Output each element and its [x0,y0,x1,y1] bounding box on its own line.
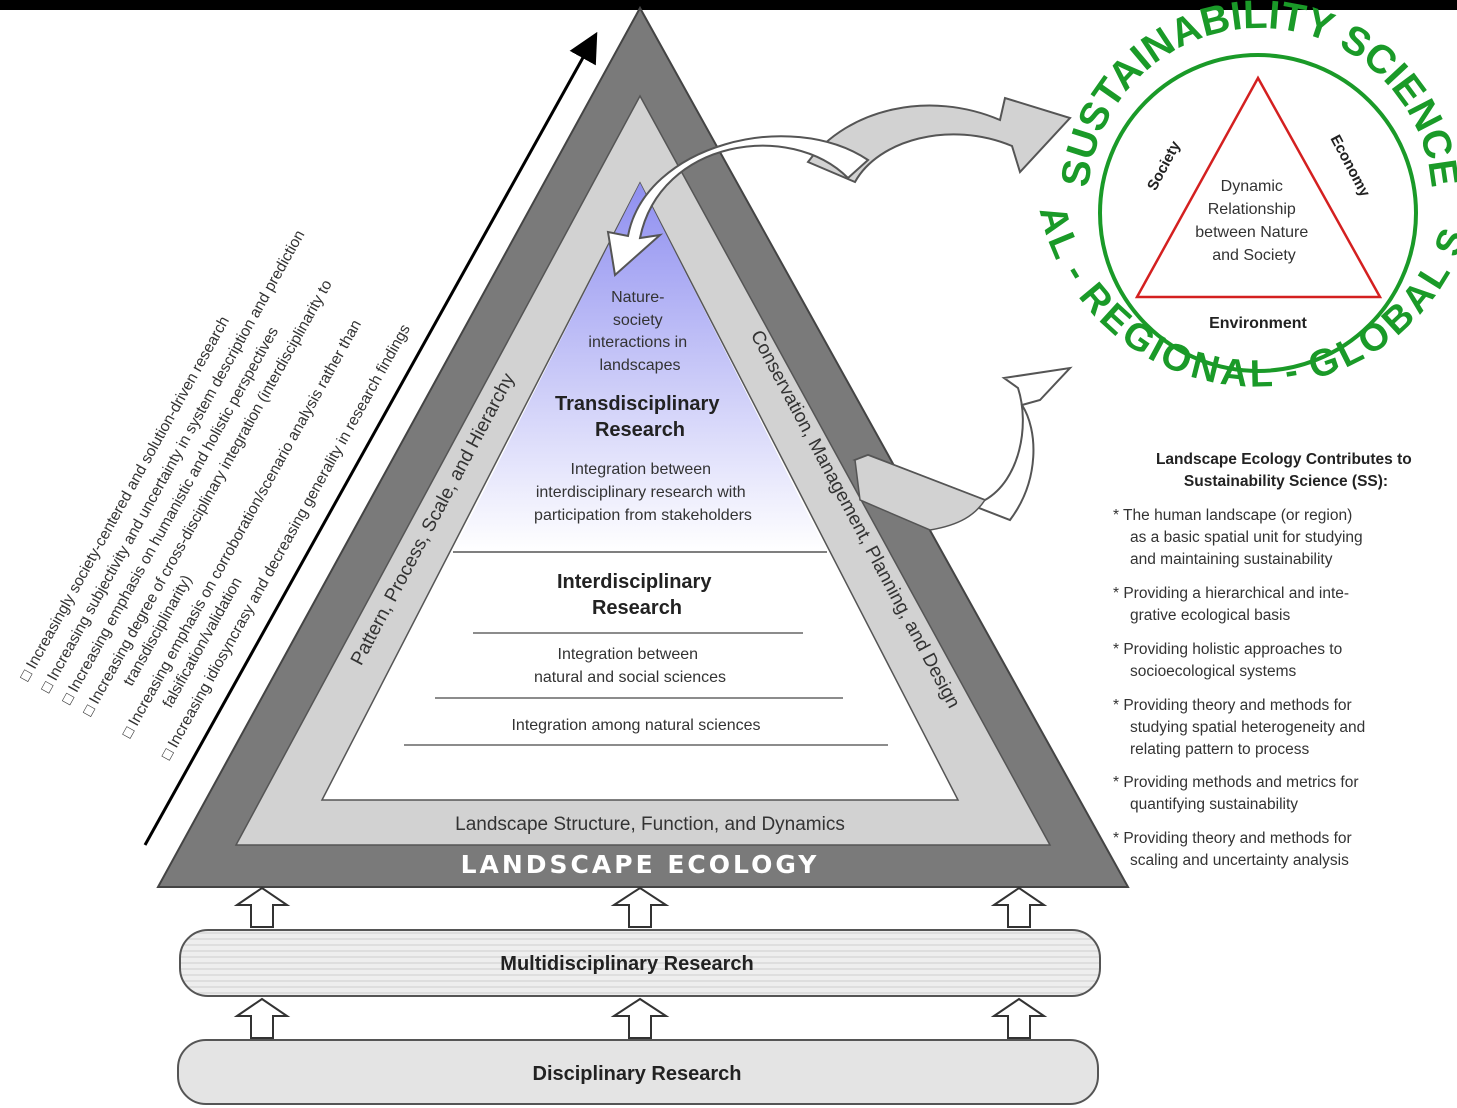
transdisciplinary-region [453,183,827,552]
contribution-item: * Providing theory and methods for scali… [1113,830,1356,869]
apex-text: Nature- society interactions in landscap… [588,289,691,374]
up-arrow-icon [233,997,291,1039]
contributions-heading: Landscape Ecology Contributes to Sustain… [1156,451,1416,490]
interdisciplinary-desc-1: Integration between natural and social s… [534,646,726,686]
disciplinary-box [177,1039,1099,1105]
up-arrows-top [233,886,1048,928]
curved-arrow-grey-stub [854,454,987,531]
contribution-item: * Providing a hierarchical and inte- gra… [1113,585,1353,624]
up-arrow-icon [990,886,1048,928]
interdisciplinary-title: Interdisciplinary Research [557,571,717,619]
up-arrow-icon [990,997,1048,1039]
contribution-item: * Providing holistic approaches to socio… [1113,641,1347,680]
landscape-ecology-label: LANDSCAPE ECOLOGY [461,850,820,879]
multidisciplinary-label: Multidisciplinary Research [500,953,753,975]
up-arrow-icon [233,886,291,928]
environment-label: Environment [1209,315,1307,332]
contribution-item: * Providing methods and metrics for quan… [1113,774,1363,813]
up-arrow-icon [610,886,670,928]
trend-arrow [143,31,598,846]
up-arrows-bottom [233,997,1048,1039]
curved-arrow-bottom [852,366,1073,522]
transdisciplinary-title: Transdisciplinary Research [555,393,725,441]
contribution-item: * The human landscape (or region) as a b… [1113,507,1367,568]
curved-arrow-top [806,96,1072,184]
curved-arrow-left [606,135,870,277]
sustainability-circle [1098,53,1418,373]
multidisciplinary-box [179,929,1101,997]
contribution-item: * Providing theory and methods for study… [1113,697,1370,758]
dynamic-relationship-text: Dynamic Relationship between Nature and … [1195,178,1312,264]
transdisciplinary-desc: Integration between interdisciplinary re… [534,461,752,524]
sustainability-triangle [1134,75,1383,299]
disciplinary-label: Disciplinary Research [533,1063,742,1085]
up-arrow-icon [610,997,670,1039]
band-bottom-label: Landscape Structure, Function, and Dynam… [455,814,845,835]
interdisciplinary-desc-2: Integration among natural sciences [511,717,760,734]
